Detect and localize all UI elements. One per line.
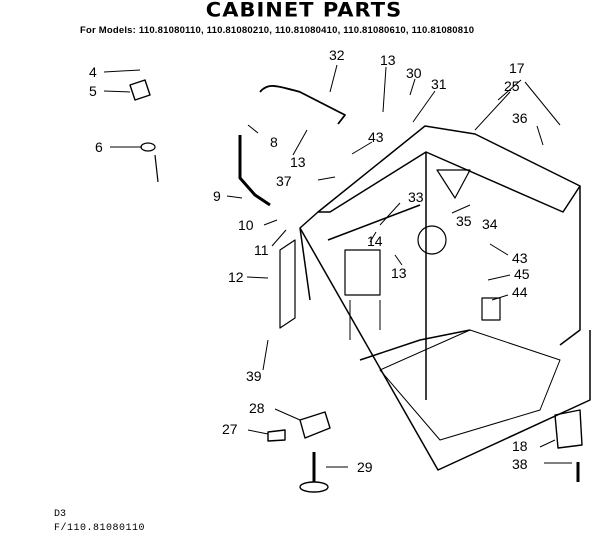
diagram-code: D3 — [54, 509, 67, 520]
callout-label: 39 — [246, 368, 262, 384]
callout-labels: 4 5 6 32 13 30 31 17 25 8 36 43 13 37 9 … — [89, 47, 530, 475]
callout-label: 43 — [512, 250, 528, 266]
callout-label: 31 — [431, 76, 447, 92]
callout-label: 12 — [228, 269, 244, 285]
callout-label: 38 — [512, 456, 528, 472]
callout-label: 30 — [406, 65, 422, 81]
callout-label: 36 — [512, 110, 528, 126]
diagram-reference: F/110.81080110 — [54, 523, 146, 534]
part-5-clamp — [129, 79, 151, 101]
cabinet-front — [299, 227, 591, 471]
callout-label: 33 — [408, 189, 424, 205]
callout-label: 5 — [89, 83, 97, 99]
part-18-bracket — [554, 409, 583, 449]
timer-bracket — [344, 249, 381, 296]
part-9-hose — [238, 135, 271, 207]
part-12-panel — [279, 239, 296, 329]
callout-label: 28 — [249, 400, 265, 416]
cabinet-floor — [379, 329, 561, 441]
callout-label: 14 — [367, 233, 383, 249]
callout-label: 27 — [222, 421, 238, 437]
callout-label: 17 — [509, 60, 525, 76]
callout-label: 9 — [213, 188, 221, 204]
callout-label: 4 — [89, 64, 97, 80]
part-27-clip — [267, 429, 286, 442]
callout-label: 32 — [329, 47, 345, 63]
cabinet-left-edge — [299, 211, 319, 301]
part-44-switch — [481, 297, 501, 321]
callout-label: 35 — [456, 213, 472, 229]
model-numbers: For Models: 110.81080110, 110.81080210, … — [80, 25, 475, 36]
part-32-cable — [259, 85, 346, 125]
callout-label: 11 — [254, 242, 269, 258]
callout-label: 6 — [95, 139, 103, 155]
callout-label: 44 — [512, 284, 528, 300]
callout-label: 43 — [368, 129, 384, 145]
callout-label: 10 — [238, 217, 254, 233]
callout-label: 45 — [514, 266, 530, 282]
callout-label: 18 — [512, 438, 528, 454]
callout-label: 13 — [380, 52, 396, 68]
callout-label: 8 — [270, 134, 278, 150]
part-6-washer — [140, 142, 156, 152]
part-28-bracket — [299, 411, 331, 439]
page-title: CABINET PARTS — [205, 0, 403, 22]
callout-label: 13 — [290, 154, 306, 170]
callout-label: 37 — [276, 173, 292, 189]
callout-label: 13 — [391, 265, 407, 281]
callout-label: 34 — [482, 216, 498, 232]
callout-label: 25 — [504, 78, 520, 94]
cabinet-right-side — [559, 186, 581, 346]
callout-label: 29 — [357, 459, 373, 475]
motor-opening — [417, 225, 447, 255]
cabinet-top — [317, 125, 581, 213]
